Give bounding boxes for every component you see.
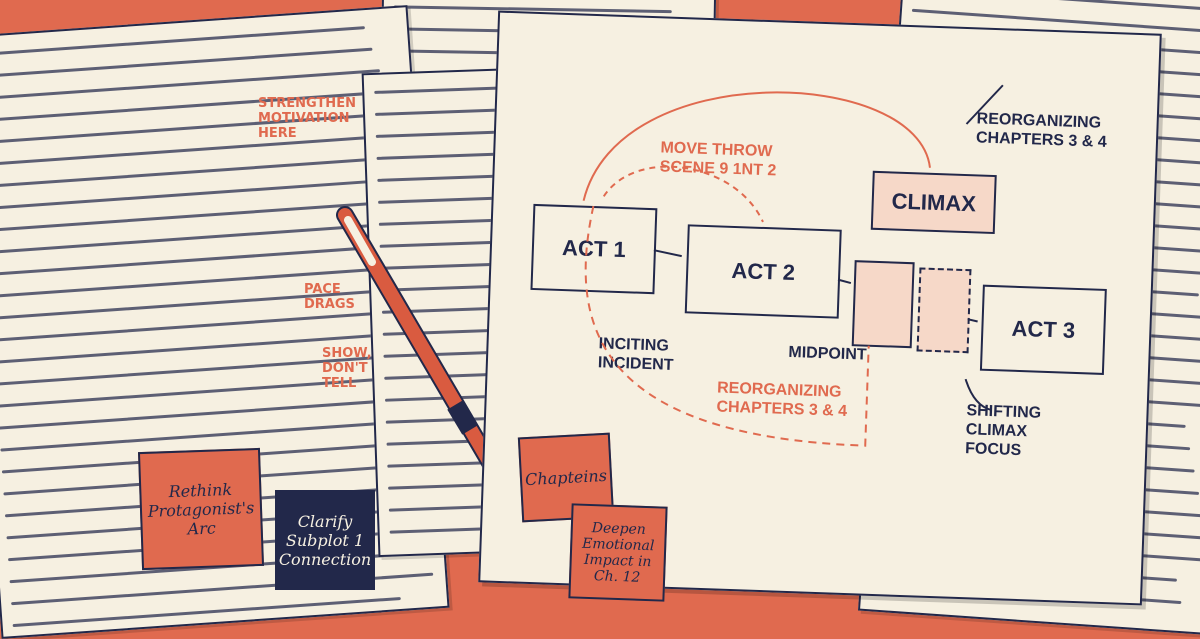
margin-note-pace: PACE DRAGS bbox=[304, 282, 355, 312]
manuscript-text-line bbox=[12, 596, 401, 628]
manuscript-text-line bbox=[913, 0, 1200, 12]
shifting-climax-label: SHIFTING CLIMAX FOCUS bbox=[964, 402, 1042, 460]
act-1-box[interactable]: ACT 1 bbox=[530, 203, 658, 295]
sticky-note-protagonist[interactable]: Rethink Protagonist's Arc bbox=[137, 447, 265, 571]
midpoint-label: MIDPOINT bbox=[788, 343, 867, 364]
midpoint-panel-left[interactable] bbox=[851, 260, 915, 349]
story-structure-board: ACT 1 ACT 2 CLIMAX ACT 3 MOVE THROW SCEN… bbox=[478, 10, 1162, 606]
fountain-pen-icon[interactable] bbox=[0, 0, 549, 557]
manuscript-text-line bbox=[374, 86, 503, 94]
reorganizing-bottom-label: REORGANIZING CHAPTERS 3 & 4 bbox=[716, 379, 848, 421]
midpoint-panel-right[interactable] bbox=[916, 267, 972, 354]
manuscript-text-line bbox=[378, 218, 503, 226]
inciting-incident-label: INCITING INCIDENT bbox=[597, 335, 674, 374]
act-3-box[interactable]: ACT 3 bbox=[979, 284, 1107, 375]
move-scene-label: MOVE THROW SCENE 9 1NT 2 bbox=[659, 139, 777, 180]
manuscript-text-line bbox=[374, 108, 510, 116]
arrow-connectors-icon bbox=[582, 84, 1004, 447]
sticky-note-subplot[interactable]: Clarify Subplot 1 Connection bbox=[275, 490, 375, 590]
reorganizing-top-label: REORGANIZING CHAPTERS 3 & 4 bbox=[975, 110, 1107, 151]
climax-box[interactable]: CLIMAX bbox=[870, 170, 997, 235]
margin-note-show-tell: SHOW, DON'T TELL bbox=[322, 346, 372, 391]
sticky-note-emotional[interactable]: Deepen Emotional Impact in Ch. 12 bbox=[568, 503, 668, 602]
margin-note-strengthen: STRENGTHEN MOTIVATION HERE bbox=[258, 96, 356, 141]
act-2-box[interactable]: ACT 2 bbox=[684, 224, 842, 319]
